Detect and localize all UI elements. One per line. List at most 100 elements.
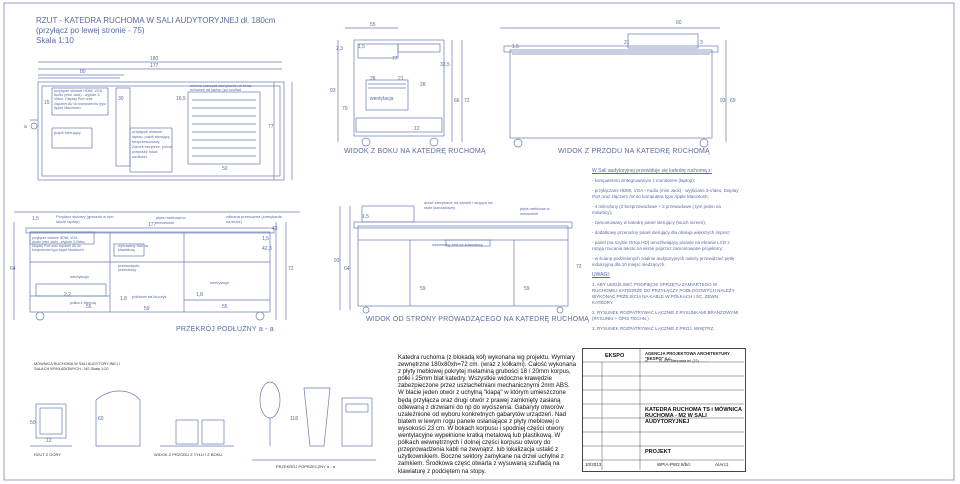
side-dim-28b: 28 [420, 82, 426, 88]
small-views-caption: MÓWNICA RUCHOMA W SALI AUDYTORYJNEJ I SA… [34, 362, 120, 371]
section-dim-72: 72 [288, 266, 294, 272]
side-dim-2-3: 2,3 [336, 46, 343, 52]
section-cable-tray: wysuwany blat na klawiaturę [118, 244, 148, 253]
section-dim-177: 177 [148, 222, 157, 228]
sheet-border [3, 2, 955, 481]
dim-80: 80 [80, 69, 86, 75]
section-cable-label: płyta meblowa w melaminie [156, 215, 186, 225]
front-dim-60: 60 [676, 20, 682, 26]
operator-lock-label: drzwi zamykane na zamek i stojąca na sto… [424, 200, 493, 210]
small-label-front: WIDOK Z PRZODU Z TYŁU I Z BOKU [154, 452, 223, 457]
notes-item-4: - zamontowany w katedrę panel sterujący … [592, 220, 707, 225]
operator-view [339, 205, 573, 314]
plan-view [30, 61, 293, 181]
remarks-heading: UWAGI: [592, 272, 611, 278]
section-dim-1-8b: 1,8 [196, 292, 203, 298]
side-dim-21: 21 [398, 76, 404, 82]
operator-dim-59a: 59 [420, 286, 426, 292]
front-dim-69: 69 [730, 98, 736, 104]
notes-item-1: - komputerem zintegrowanym z monitorem (… [592, 178, 696, 183]
operator-dim-64: 64 [344, 266, 350, 272]
stamp-project: KATEDRA RUCHOMA TS i MÓWNICA RUCHOMA - M… [645, 407, 742, 425]
stamp-logo: EKSPO [605, 353, 625, 359]
side-fan-label: wentylacja [370, 96, 394, 102]
section-dim-4-3: 43 [272, 226, 278, 232]
operator-panel-label: płyta meblowa w melaminie [520, 206, 550, 216]
stamp-address: ul. ......... 01-000 Warszawa tel. (22) … [645, 359, 709, 363]
stamp-stage: PROJEKT [645, 449, 671, 455]
small-views [30, 381, 376, 461]
front-view-title: WIDOK Z PRZODU NA KATEDRĘ RUCHOMĄ [558, 148, 710, 155]
front-view [500, 27, 727, 148]
side-dim-28a: 28 [370, 76, 376, 82]
side-dim-77: 77 [392, 56, 398, 62]
section-dim-55a: 55 [86, 304, 92, 310]
side-dim-66: 66 [454, 98, 460, 104]
small-label-top: RZUT Z GÓRY [34, 452, 61, 457]
side-view [337, 27, 463, 147]
side-dim-33-5: 33,5 [440, 62, 450, 68]
section-latch-label: zdłużna przesuwna (zamykanie na klucz) [226, 214, 282, 224]
small-dim-50: 50 [30, 420, 36, 426]
side-dim-12: 12 [414, 126, 420, 132]
section-fan-1: wentylacja [70, 274, 89, 279]
dim-50: 50 [222, 166, 228, 172]
small-dim-118: 118 [290, 416, 298, 422]
notes-block: W Sali audytoryjnej przewiduje się kated… [592, 168, 742, 336]
small-dim-60: 60 [98, 416, 104, 422]
operator-dim-59b: 59 [524, 286, 530, 292]
front-dim-21: 21 [624, 40, 630, 46]
drawing-title-line1: RZUT - KATEDRA RUCHOMA W SALI AUDYTORYJN… [36, 16, 276, 25]
operator-tray-label: wysuwany blat na klawiaturę [432, 242, 483, 247]
plan-drawer-label: zielona krawędź zamykanie na klucz - sch… [190, 84, 254, 93]
operator-dim-93: 93 [334, 258, 340, 264]
section-drawer-note: półdrzwi na kluczyk [132, 294, 167, 299]
section-view [13, 211, 300, 321]
section-fan-2: wentylacja [210, 280, 229, 285]
notes-item-6: - panel (na szybie Ortop HD) umożliwiają… [592, 240, 730, 251]
front-dim-1-5: 1,5 [512, 44, 519, 50]
stamp-grid [582, 348, 744, 470]
side-view-title: WIDOK Z BOKU NA KATEDRĘ RUCHOMĄ [344, 148, 486, 155]
notes-item-7: - w ścianę podzielonych zdalnie audytory… [592, 256, 735, 267]
drawing-title-line2: (przyłącz po lewej stronie - 75) [36, 26, 145, 35]
dim-77: 77 [268, 124, 274, 130]
side-dim-93: 93 [330, 88, 336, 94]
remark-2: 2. RYSUNEK ROZPATRYWAĆ ŁĄCZNIE Z RYSUNKA… [592, 310, 739, 321]
title-stamp: EKSPO AGENCJA PROJEKTOWA ARCHITEKTURY "E… [582, 348, 746, 472]
small-label-section: PRZEKRÓJ POPRZECZNY a - a [276, 464, 335, 469]
section-prox: przesunięcie, przelotowy [118, 264, 141, 273]
stamp-number: WPIA-PW2 8/b/c [657, 462, 691, 467]
stamp-date: 10/2013 [585, 462, 602, 467]
side-dim-70: 70 [342, 106, 348, 112]
stamp-sheet: A/Arc1 [715, 462, 729, 467]
section-dim-55b: 55 [222, 304, 228, 310]
plan-conn-box-label: przyłącze słotowe HDMI, VGA - Audio (min… [54, 89, 106, 110]
notes-item-5: - dodatkowy przenośny panel sterujący dl… [592, 230, 731, 235]
dim-177: 177 [150, 63, 159, 69]
dim-180: 180 [150, 56, 159, 62]
remark-1: 1. ABY UMOŻLIWIĆ PODPIĘCIE SPRZĘTU ZAMIA… [592, 282, 735, 305]
side-dim-1-5: 1,5 [358, 44, 365, 50]
section-dim-64: 64 [10, 266, 16, 272]
section-dim-42-3: 42,3 [262, 246, 272, 252]
section-shelf-note: półka z blendą [70, 300, 96, 305]
front-dim-93: 93 [720, 98, 726, 104]
side-dim-55: 55 [370, 22, 376, 28]
small-dim-12: 12 [46, 438, 52, 444]
front-dim-3: 3 [700, 40, 703, 46]
operator-dim-1-5: 1,5 [362, 214, 369, 220]
drawing-title: RZUT - KATEDRA RUCHOMA W SALI AUDYTORYJN… [36, 16, 275, 46]
section-dim-1-5b: 1,5 [262, 236, 269, 242]
section-mark-a: a [24, 124, 27, 130]
section-conn-top: Przyłącz słotowy (gniazdo w tym słocie l… [56, 214, 114, 224]
section-view-title: PRZEKRÓJ PODŁUŻNY a - a [176, 326, 274, 333]
dim-30: 30 [118, 96, 124, 102]
drawing-scale: Skala 1:10 [36, 36, 74, 45]
dim-15: 15 [44, 100, 50, 106]
remark-3: 3. RYSUNEK ROZPATRYWAĆ ŁĄCZNIE Z PROJ. W… [592, 326, 715, 331]
section-dim-1-5: 1,5 [32, 216, 39, 222]
notes-item-2: - przyłączami HDMI, VGA - Audio (mini Ja… [592, 188, 739, 199]
